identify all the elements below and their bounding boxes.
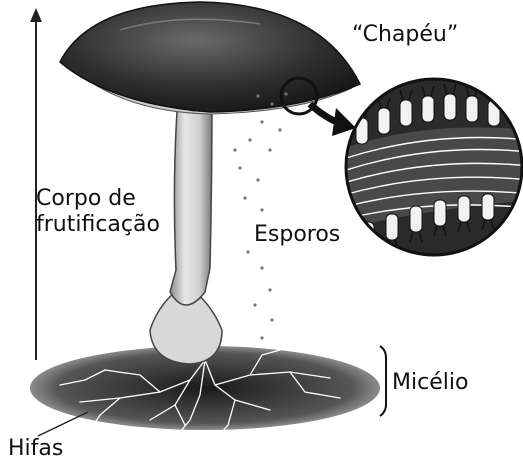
height-arrow — [30, 8, 42, 360]
zoom-arrow — [310, 104, 356, 136]
label-corpo-line1: Corpo de — [36, 186, 160, 212]
label-corpo-de-frutificacao: Corpo de frutificação — [36, 186, 160, 238]
zoom-inset — [340, 70, 523, 270]
label-esporos: Esporos — [254, 222, 340, 248]
stem — [170, 96, 212, 305]
spores — [233, 92, 287, 339]
hifas-pointer — [38, 412, 88, 436]
cap — [60, 2, 360, 112]
label-chapeu: “Chapéu” — [352, 22, 458, 48]
label-corpo-line2: frutificação — [36, 212, 160, 238]
label-hifas: Hifas — [8, 436, 63, 462]
micelio-bracket — [380, 346, 386, 416]
label-micelio: Micélio — [392, 370, 468, 396]
